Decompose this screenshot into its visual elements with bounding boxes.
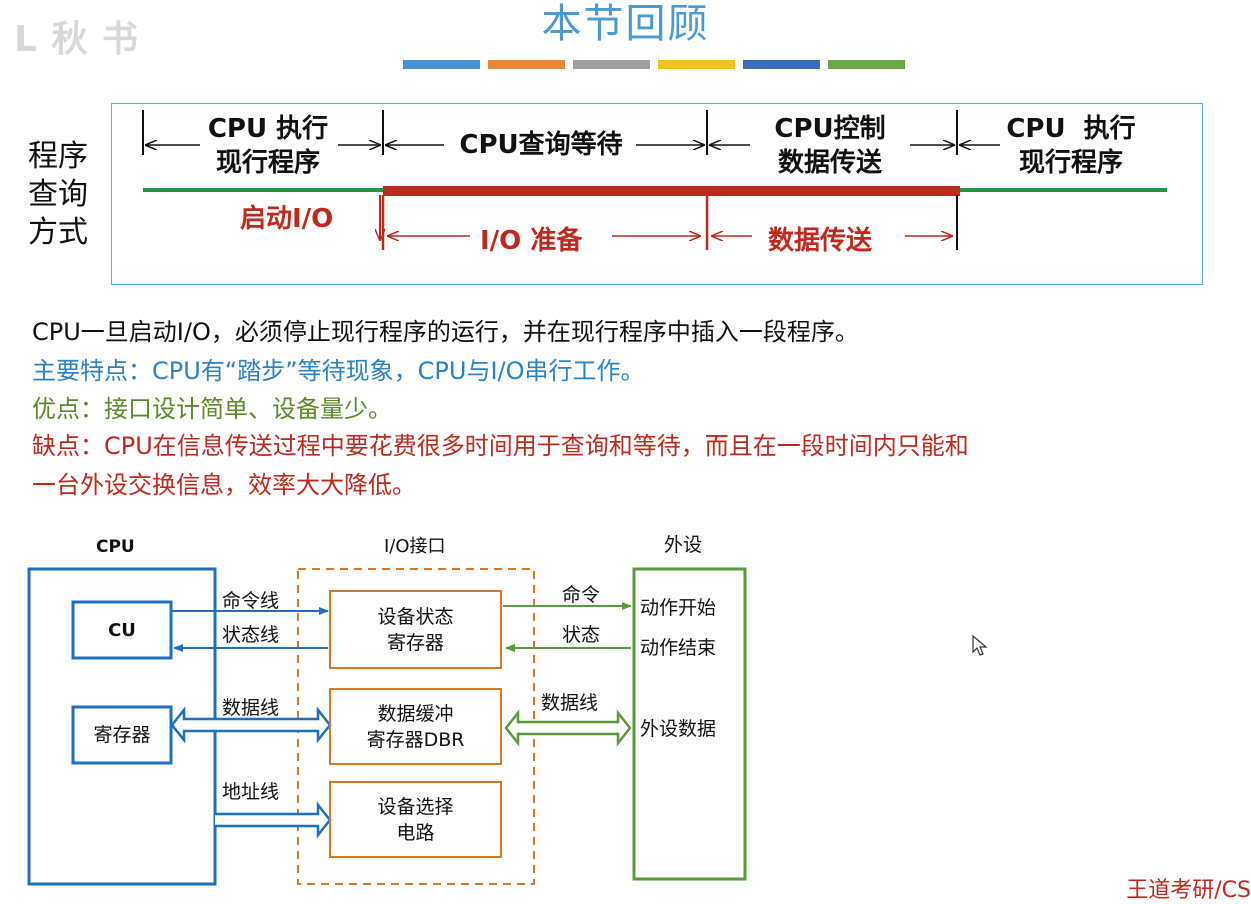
command-label: 命令 <box>562 584 601 606</box>
status-label: 状态 <box>562 624 601 646</box>
paragraph-4b: 一台外设交换信息，效率大大降低。 <box>32 471 416 499</box>
timeline-box <box>111 103 1203 285</box>
segment-label-3: CPU控制 数据传送 <box>774 114 886 178</box>
logo-watermark: L 秋 书 <box>14 19 140 60</box>
cursor-icon <box>972 635 988 656</box>
color-bar-segment <box>828 60 905 69</box>
start-io-label: 启动I/O <box>240 204 334 234</box>
color-bar-segment <box>743 60 820 69</box>
address-line-label: 地址线 <box>222 781 280 803</box>
register-box <box>71 705 173 765</box>
timeline-diagram <box>142 110 1167 250</box>
io-title: I/O接口 <box>384 536 446 557</box>
status-line-label: 状态线 <box>222 624 280 646</box>
cpu-title: CPU <box>96 537 135 557</box>
device-data-line-label: 数据线 <box>541 692 599 714</box>
device-box <box>632 567 747 881</box>
status-register-box: 设备状态 寄存器 <box>329 590 502 669</box>
method-label: 程序查询方式 <box>28 139 88 250</box>
paragraph-4a: 缺点：CPU在信息传送过程中要花费很多时间用于查询和等待，而且在一段时间内只能和 <box>32 432 969 460</box>
block-diagram <box>27 567 747 886</box>
select-circuit-box: 设备选择 电路 <box>329 781 502 858</box>
paragraph-3: 优点：接口设计简单、设备量少。 <box>32 395 392 423</box>
data-transfer-label: 数据传送 <box>768 226 873 256</box>
cu-box <box>71 600 173 660</box>
segment-label-1: CPU 执行 现行程序 <box>207 114 329 178</box>
color-bar-segment <box>658 60 735 69</box>
action-start-label: 动作开始 <box>640 597 717 619</box>
color-bar-segment <box>573 60 650 69</box>
cu-label: CU <box>108 620 136 641</box>
footer-watermark: 王道考研/CS <box>1126 878 1251 903</box>
command-line-label: 命令线 <box>222 590 280 612</box>
status-register-label: 设备状态 寄存器 <box>377 605 454 654</box>
device-data-label: 外设数据 <box>640 718 717 740</box>
color-bar-segment <box>488 60 565 69</box>
io-prepare-label: I/O 准备 <box>480 226 583 256</box>
dbr-label: 数据缓冲 寄存器DBR <box>366 702 465 751</box>
data-line-label: 数据线 <box>222 697 280 719</box>
paragraph-1: CPU一旦启动I/O，必须停止现行程序的运行，并在现行程序中插入一段程序。 <box>32 318 859 346</box>
device-title: 外设 <box>664 534 703 556</box>
select-circuit-label: 设备选择 电路 <box>377 795 454 844</box>
paragraph-2: 主要特点：CPU有“踏步”等待现象，CPU与I/O串行工作。 <box>32 357 645 385</box>
segment-label-4: CPU 执行 现行程序 <box>1006 114 1136 178</box>
register-label: 寄存器 <box>93 724 151 746</box>
action-end-label: 动作结束 <box>640 637 717 659</box>
color-bar <box>403 60 905 69</box>
segment-label-2: CPU查询等待 <box>459 130 623 160</box>
page-title: 本节回顾 <box>541 1 710 47</box>
dbr-box: 数据缓冲 寄存器DBR <box>329 688 502 765</box>
color-bar-segment <box>403 60 480 69</box>
